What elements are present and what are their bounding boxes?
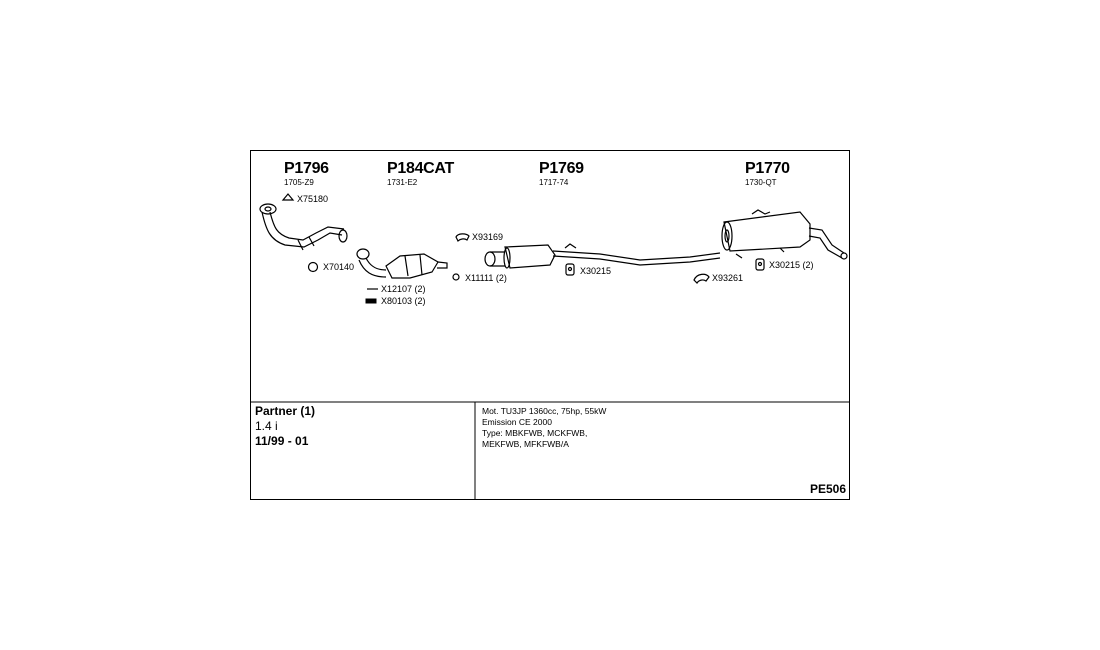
part-code-front-pipe: 1705-Z9 bbox=[284, 178, 314, 187]
accessory-label: X30215 (2) bbox=[769, 260, 814, 270]
part-number-rear-silencer: P1770 bbox=[745, 160, 790, 177]
part-number-front-pipe: P1796 bbox=[284, 160, 329, 177]
centre-silencer-drawing bbox=[484, 243, 721, 269]
part-code-catalytic-converter: 1731-E2 bbox=[387, 178, 418, 187]
vehicle-years: 11/99 - 01 bbox=[255, 434, 309, 448]
part-number-centre-silencer: P1769 bbox=[539, 160, 584, 177]
diagram-code: PE506 bbox=[810, 482, 847, 496]
exhaust-diagram-frame bbox=[250, 150, 850, 500]
clamp-icon bbox=[455, 233, 470, 243]
accessory-label: X80103 (2) bbox=[381, 296, 426, 306]
accessory-label: X93169 bbox=[472, 232, 504, 242]
part-number-catalytic-converter: P184CAT bbox=[387, 160, 454, 177]
front-pipe-drawing bbox=[259, 203, 348, 251]
accessory-label: X75180 bbox=[297, 194, 329, 204]
accessory-label: X11111 (2) bbox=[465, 273, 507, 283]
accessory-label: X12107 (2) bbox=[381, 284, 426, 294]
accessory-label: X70140 bbox=[323, 262, 355, 272]
vehicle-model: Partner (1) bbox=[255, 404, 316, 418]
spec-line: MEKFWB, MFKFWB/A bbox=[482, 439, 569, 449]
spec-line: Type: MBKFWB, MCKFWB, bbox=[482, 428, 588, 438]
rear-silencer-drawing bbox=[721, 209, 848, 260]
accessory-label: X93261 bbox=[712, 273, 744, 283]
gasket-icon bbox=[281, 193, 295, 201]
clamp-icon-2 bbox=[693, 273, 710, 284]
catalytic-converter-drawing bbox=[356, 248, 448, 279]
part-code-centre-silencer: 1717-74 bbox=[539, 178, 569, 187]
ring-gasket-icon bbox=[307, 261, 319, 273]
vehicle-engine: 1.4 i bbox=[255, 419, 278, 433]
rubber-mount-icon bbox=[565, 263, 575, 276]
accessory-label: X30215 bbox=[580, 266, 612, 276]
part-code-rear-silencer: 1730-QT bbox=[745, 178, 777, 187]
spec-line: Emission CE 2000 bbox=[482, 417, 552, 427]
spec-line: Mot. TU3JP 1360cc, 75hp, 55kW bbox=[482, 406, 607, 416]
bolt-kit-icon bbox=[365, 298, 377, 304]
seal-ring-icon bbox=[452, 273, 460, 281]
rubber-mount-icon-2 bbox=[755, 258, 765, 271]
